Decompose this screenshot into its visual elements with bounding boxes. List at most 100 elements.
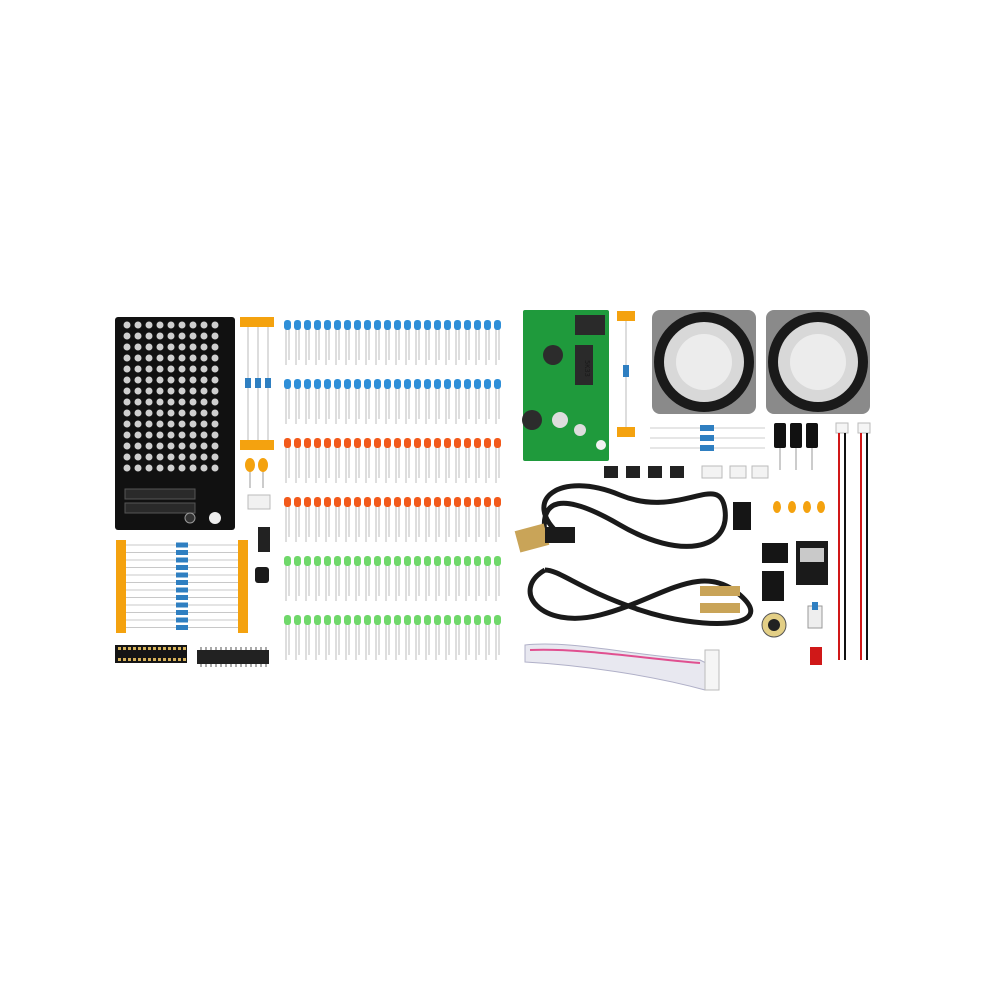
matrix-pad <box>200 365 208 373</box>
resistor <box>176 580 188 585</box>
ic-socket <box>115 645 187 663</box>
matrix-pad <box>145 354 153 362</box>
matrix-pad <box>178 464 186 472</box>
led <box>344 556 351 566</box>
led <box>474 615 481 625</box>
resistor <box>176 610 188 615</box>
led <box>404 497 411 507</box>
matrix-pad <box>167 431 175 439</box>
matrix-pad <box>167 343 175 351</box>
matrix-pad <box>178 442 186 450</box>
led <box>284 497 291 507</box>
led <box>304 438 311 448</box>
matrix-pad <box>167 464 175 472</box>
matrix-pad <box>123 420 131 428</box>
led <box>444 438 451 448</box>
led <box>424 379 431 389</box>
matrix-pad <box>167 376 175 384</box>
matrix-pad <box>134 464 142 472</box>
led <box>324 438 331 448</box>
led <box>304 615 311 625</box>
matrix-pad <box>145 431 153 439</box>
led <box>434 379 441 389</box>
led <box>474 438 481 448</box>
led <box>404 438 411 448</box>
matrix-pad <box>123 354 131 362</box>
push-button <box>258 527 270 552</box>
matrix-pad <box>189 442 197 450</box>
matrix-pad <box>156 464 164 472</box>
led <box>424 615 431 625</box>
led <box>304 556 311 566</box>
matrix-pad <box>156 409 164 417</box>
led <box>484 556 491 566</box>
led <box>454 320 461 330</box>
led <box>304 320 311 330</box>
led <box>334 556 341 566</box>
resistor <box>176 550 188 555</box>
matrix-pad <box>123 343 131 351</box>
led <box>374 615 381 625</box>
matrix-pad <box>178 321 186 329</box>
matrix-pad <box>200 332 208 340</box>
led <box>284 438 291 448</box>
ceramic-capacitors <box>245 458 268 488</box>
led <box>294 438 301 448</box>
bluetooth-module <box>796 541 828 585</box>
led <box>424 438 431 448</box>
matrix-pad <box>156 332 164 340</box>
led <box>364 379 371 389</box>
led <box>454 556 461 566</box>
matrix-pad <box>134 365 142 373</box>
matrix-pad <box>123 376 131 384</box>
led <box>384 615 391 625</box>
matrix-pad <box>167 442 175 450</box>
matrix-pad <box>134 398 142 406</box>
led <box>314 497 321 507</box>
led <box>434 320 441 330</box>
matrix-pad <box>200 321 208 329</box>
led <box>494 497 501 507</box>
matrix-pad <box>156 453 164 461</box>
led <box>414 556 421 566</box>
led <box>334 615 341 625</box>
led <box>384 497 391 507</box>
led <box>364 497 371 507</box>
matrix-pad <box>134 321 142 329</box>
led <box>314 556 321 566</box>
led <box>354 615 361 625</box>
led <box>414 438 421 448</box>
led <box>374 556 381 566</box>
led <box>294 497 301 507</box>
led <box>494 320 501 330</box>
matrix-pad <box>123 387 131 395</box>
led <box>424 497 431 507</box>
ic-socket <box>762 543 788 563</box>
matrix-pad <box>200 409 208 417</box>
matrix-pad <box>189 321 197 329</box>
led <box>364 556 371 566</box>
matrix-pad <box>211 464 219 472</box>
led <box>374 320 381 330</box>
matrix-pad <box>156 376 164 384</box>
led <box>344 320 351 330</box>
led <box>374 438 381 448</box>
push-button <box>604 466 684 478</box>
led <box>414 497 421 507</box>
matrix-pad <box>189 464 197 472</box>
matrix-pad <box>211 420 219 428</box>
matrix-pad <box>167 453 175 461</box>
matrix-pad <box>178 420 186 428</box>
matrix-pad <box>167 332 175 340</box>
matrix-pad <box>156 387 164 395</box>
matrix-pad <box>167 409 175 417</box>
led <box>444 615 451 625</box>
matrix-pad <box>211 398 219 406</box>
amplifier-pcb: 5K33 <box>522 310 609 461</box>
led <box>484 379 491 389</box>
ceramic-capacitors <box>773 501 825 513</box>
matrix-pad <box>178 398 186 406</box>
matrix-pad <box>211 431 219 439</box>
matrix-pad <box>123 332 131 340</box>
led <box>324 320 331 330</box>
